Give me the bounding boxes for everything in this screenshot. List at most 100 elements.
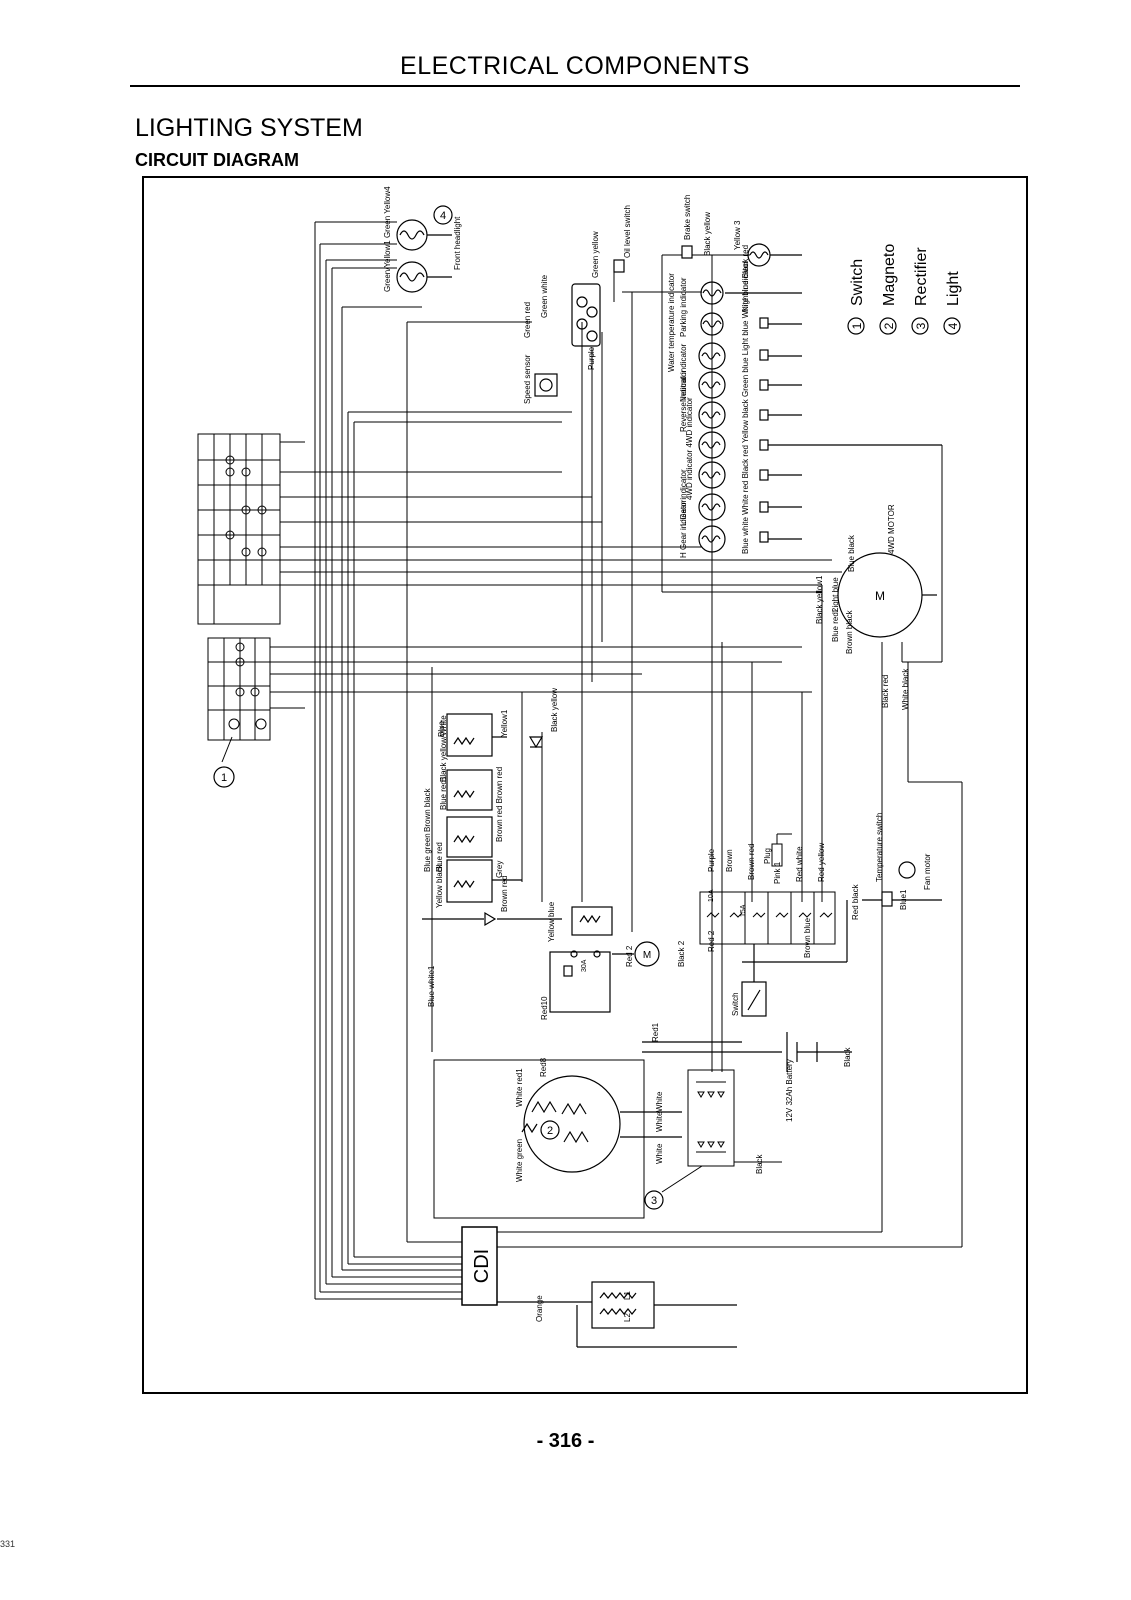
label-black-red: Black red (881, 675, 890, 708)
front-headlights: 4 (396, 205, 453, 293)
label-green-yellow: Green/Yellow1 Green Yellow4 (383, 186, 392, 292)
label-30a: 30A (581, 959, 588, 972)
label-speed-sensor: Speed sensor (523, 354, 532, 404)
label-blue1: Blue1 (899, 889, 908, 910)
circuit-diagram-frame: 1 Switch 2 Magneto 3 Rectifier 4 Light 4… (142, 176, 1028, 1394)
page-number: - 316 - (536, 1430, 595, 1452)
diode-upper (528, 736, 544, 749)
ignition-coil (497, 1281, 737, 1348)
label-plug: Plug (763, 848, 772, 864)
label-4wd-indicator: 4WD indicator 4WD indicator (685, 397, 694, 500)
label-h-gear-indicator: H Gear indicator (679, 499, 688, 558)
label-neutral-indicator: Neutral indicator (679, 343, 688, 402)
svg-text:3: 3 (914, 322, 928, 329)
switch-grid-upper (197, 433, 305, 625)
cdi-unit: CDI (461, 1226, 498, 1306)
svg-text:1: 1 (221, 772, 227, 784)
legend: 1 Switch 2 Magneto 3 Rectifier 4 Light (847, 244, 962, 335)
label-brown-black: Brown black (845, 609, 854, 654)
label-black-2: Black 2 (677, 940, 686, 967)
label-l-gear-indicator: L Gear indicator (679, 469, 688, 526)
rectifier (661, 1069, 782, 1193)
label-column-wires: Blue white White red Black red Yellow bl… (741, 245, 750, 554)
label-brake-switch: Brake switch (683, 195, 692, 240)
label-night-indicator: Night indicator (741, 261, 750, 312)
label-grey: Grey (495, 861, 504, 878)
title-rule (130, 85, 1020, 87)
label-switch: Switch (731, 992, 740, 1016)
fuse-box (699, 833, 836, 945)
svg-text:M: M (875, 589, 885, 603)
svg-text:M: M (643, 950, 651, 961)
battery (642, 1032, 852, 1072)
label-fan-motor: Fan motor (923, 853, 932, 890)
label-blue-white1: Blue white1 (427, 965, 436, 1007)
label-brown-red2: Brown red (747, 844, 756, 880)
label-green-red: Green red (523, 302, 532, 338)
circuit-diagram: 1 Switch 2 Magneto 3 Rectifier 4 Light 4… (197, 186, 963, 1348)
svg-text:Rectifier: Rectifier (913, 247, 930, 306)
label-temperature-switch: Temperature switch (875, 813, 884, 882)
main-switch (642, 944, 767, 1043)
magneto (433, 1059, 682, 1219)
label-black-yellow-white: Black yellow/White (439, 715, 448, 782)
svg-text:CDI: CDI (471, 1249, 493, 1283)
label-orange: Orange (535, 1295, 544, 1322)
label-black3: Black (755, 1153, 764, 1174)
subheading: CIRCUIT DIAGRAM (135, 150, 299, 170)
label-white3: White (655, 1143, 664, 1164)
label-pink: Pink 1 (773, 861, 782, 884)
callout-2 (540, 1120, 560, 1140)
indicator-lamps (698, 281, 942, 553)
4wd-motor: M (837, 552, 937, 638)
temperature-switch (742, 861, 942, 963)
label-yellow3: Yellow 3 (733, 220, 742, 250)
wiring-harness (270, 221, 963, 1300)
label-brown-red: Brown red (500, 876, 509, 912)
label-battery: 12V 32Ah Battery (785, 1059, 794, 1122)
svg-text:Light: Light (945, 271, 962, 306)
label-brown-blue: Brown blue (803, 917, 812, 958)
svg-text:1: 1 (850, 322, 864, 329)
label-front-headlight: Front headlight (453, 216, 462, 270)
label-blue-green: Blue green (423, 833, 432, 872)
label-brown-red-brown-red: Brown red Brown red (495, 767, 504, 842)
label-red-2: Red 2 (625, 945, 634, 967)
svg-text:2: 2 (547, 1125, 553, 1137)
label-black-yellow1: Black yellow1 (815, 575, 824, 624)
label-blue-red2: Blue red2 (831, 607, 840, 642)
svg-text:2: 2 (882, 322, 896, 329)
legend-item-3: 3 Rectifier (911, 247, 930, 335)
svg-text:Magneto: Magneto (881, 244, 898, 306)
section-title: ELECTRICAL COMPONENTS (400, 52, 750, 80)
label-black-yellow: Black yellow (703, 212, 712, 256)
label-white-red1: White red1 (515, 1068, 524, 1107)
label-oil-level-switch: Oil level switch (623, 205, 632, 258)
legend-item-1: 1 Switch (847, 259, 866, 335)
label-yellow-black: Yellow black (435, 863, 444, 908)
callout-4 (433, 205, 453, 225)
label-red-black: Red black (851, 883, 860, 920)
label-fuse-10a: 10A (708, 889, 715, 902)
label-red-white: Red white (795, 846, 804, 882)
label-red8: Red8 (539, 1057, 548, 1077)
relay-block (446, 713, 522, 903)
callout-1 (213, 766, 235, 788)
label-4wd-motor: 4WD MOTOR (887, 504, 896, 554)
label-purple2: Purple (707, 848, 716, 872)
label-brown: Brown (725, 849, 734, 872)
label-yellow-blue: Yellow blue (547, 901, 556, 942)
svg-text:Switch: Switch (849, 259, 866, 306)
label-blue-red1: Blue red1 (439, 775, 448, 810)
label-yellow1: Yellow1 (500, 709, 509, 737)
label-red10: Red10 (540, 996, 549, 1020)
label-fuse-15a: 15A (740, 904, 747, 917)
label-l2: L2 (623, 1313, 632, 1322)
legend-item-2: 2 Magneto (879, 244, 898, 335)
svg-text:3: 3 (651, 1195, 657, 1207)
switch-grid-lower (207, 637, 305, 763)
label-red-2b: Red 2 (707, 930, 716, 952)
label-black-yellow-diode: Black yellow (550, 688, 559, 732)
label-white1: White (655, 1091, 664, 1112)
label-l1: L1 (623, 1291, 632, 1300)
